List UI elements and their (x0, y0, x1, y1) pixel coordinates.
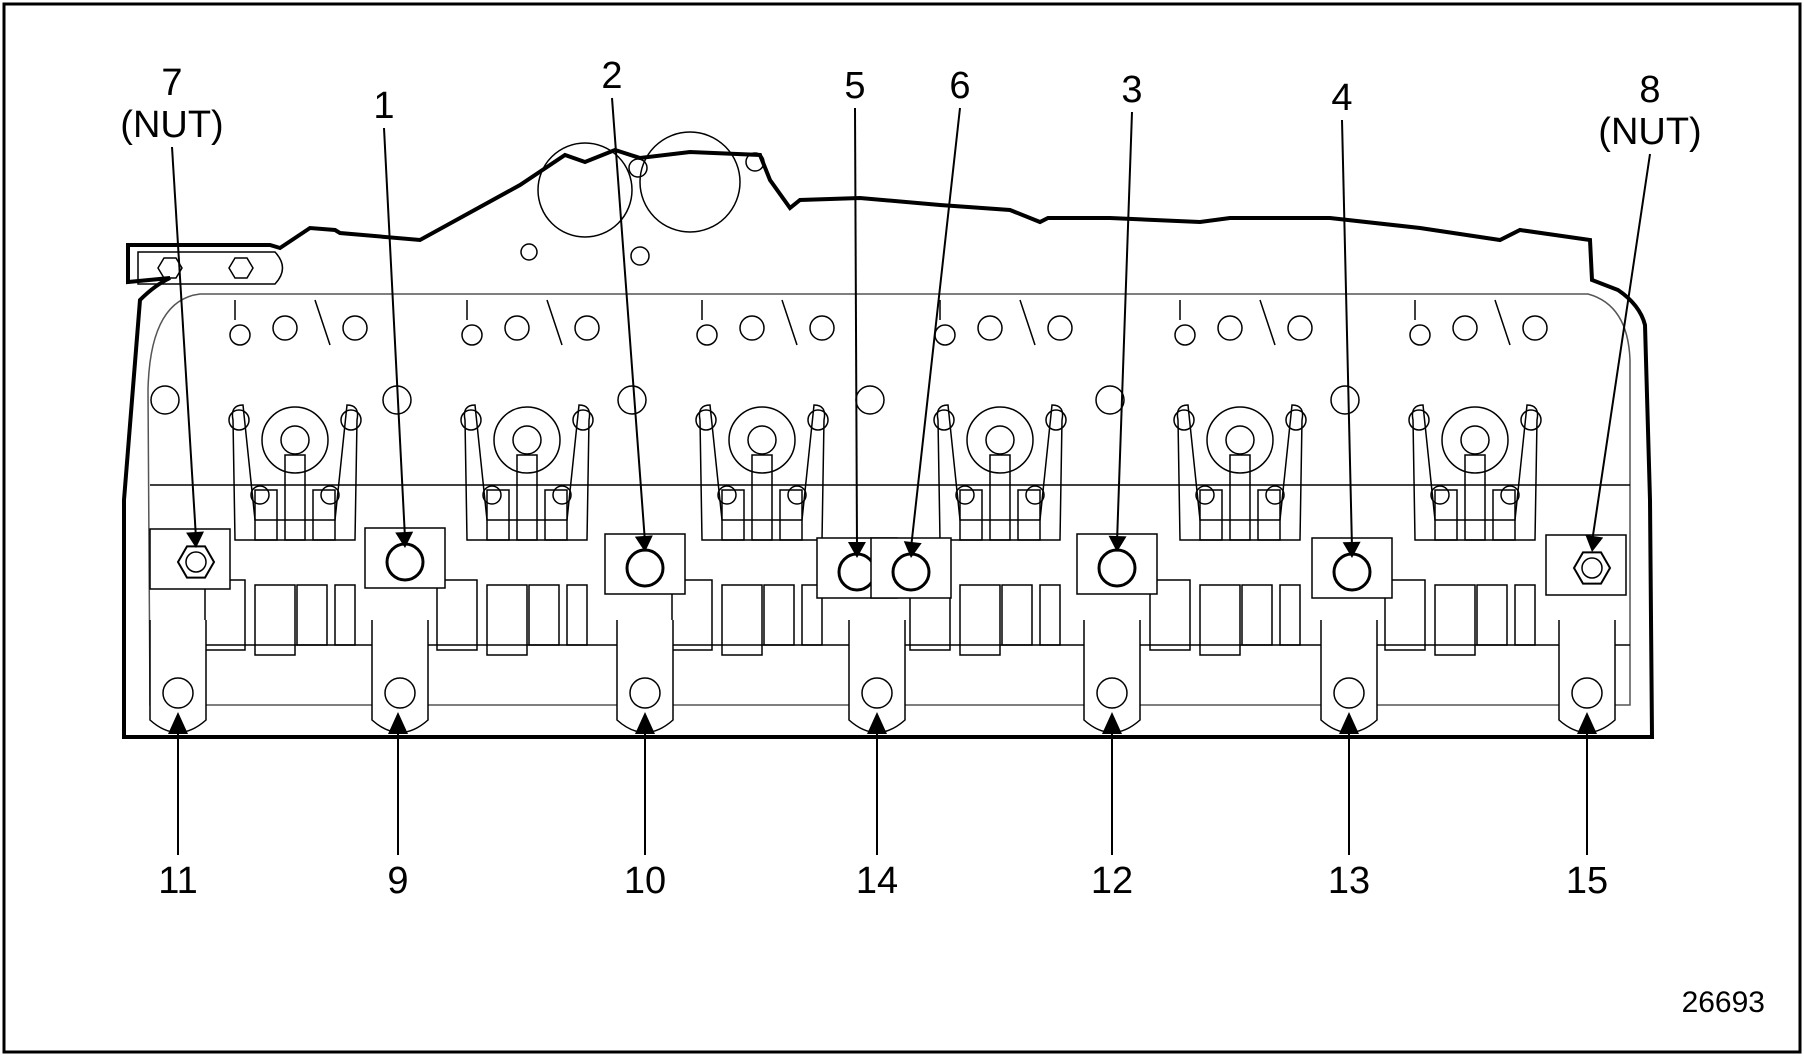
figure-number: 26693 (1682, 986, 1765, 1019)
callout-number: 14 (856, 860, 898, 902)
callout-number: 13 (1328, 860, 1370, 902)
callout-arrow (1342, 541, 1361, 558)
cylinder-bay (382, 299, 600, 656)
callout-number: 1 (373, 85, 394, 127)
callout-arrow (867, 712, 887, 734)
front-tab (137, 251, 284, 285)
nut-right (1545, 534, 1627, 596)
callout-c11: 11 (158, 712, 198, 902)
callout-number: 15 (1566, 860, 1608, 902)
bottom-bolt-boss (149, 620, 207, 734)
bottom-bolt-boss (371, 620, 429, 734)
callout-arrow (634, 535, 653, 552)
callout-c1: 1 (373, 85, 414, 548)
cylinder-bay (855, 299, 1073, 656)
callout-c7: 7(NUT) (120, 62, 224, 548)
callout-number: 10 (624, 860, 666, 902)
head-inner-outline (147, 293, 1631, 706)
callout-arrow (903, 541, 922, 558)
callout-arrow (1102, 712, 1122, 734)
callout-note: (NUT) (1598, 111, 1701, 153)
nut-left (149, 528, 231, 590)
callout-number: 5 (844, 65, 865, 107)
callout-number: 11 (158, 860, 197, 902)
top-ports (520, 131, 765, 266)
bolt-3 (1076, 533, 1158, 595)
callout-arrow (186, 531, 205, 548)
head-bolts (149, 527, 1627, 734)
cylinder-bay (1330, 299, 1548, 656)
callout-arrow (168, 712, 188, 734)
bottom-bolt-boss (616, 620, 674, 734)
cylinder-bays (150, 299, 1548, 656)
callout-c10: 10 (624, 712, 666, 902)
callout-number: 9 (387, 860, 408, 902)
callout-c2: 2 (601, 55, 653, 552)
callout-c4: 4 (1331, 77, 1361, 558)
callout-c13: 13 (1328, 712, 1370, 902)
cylinder-bay (1095, 299, 1313, 656)
callout-arrow (1108, 535, 1127, 552)
callout-arrow (395, 531, 414, 548)
callout-c3: 3 (1108, 69, 1143, 552)
callout-arrow (388, 712, 408, 734)
callout-note: (NUT) (120, 104, 223, 146)
cylinder-bay (150, 299, 368, 656)
callout-arrow (635, 712, 655, 734)
cylinder-bay (617, 299, 835, 656)
callout-c6: 6 (903, 65, 971, 558)
callout-c15: 15 (1566, 712, 1608, 902)
callout-number: 6 (949, 65, 970, 107)
callout-arrow (1577, 712, 1597, 734)
callout-number: 7 (161, 62, 182, 104)
callout-number: 8 (1639, 69, 1660, 111)
callout-arrow (1585, 534, 1604, 552)
callout-number: 2 (601, 55, 622, 97)
callout-arrow (1339, 712, 1359, 734)
callout-number: 3 (1121, 69, 1142, 111)
callout-c8: 8(NUT) (1585, 69, 1702, 552)
callout-c14: 14 (856, 712, 898, 902)
callout-c9: 9 (387, 712, 409, 902)
callout-c5: 5 (844, 65, 866, 558)
cylinder-head-outline (122, 147, 1655, 739)
callout-c12: 12 (1091, 712, 1133, 902)
callout-number: 4 (1331, 77, 1352, 119)
bottom-bolt-boss (1320, 620, 1378, 734)
callout-arrow (847, 541, 866, 558)
callout-number: 12 (1091, 860, 1133, 902)
bottom-bolt-boss (848, 620, 906, 734)
